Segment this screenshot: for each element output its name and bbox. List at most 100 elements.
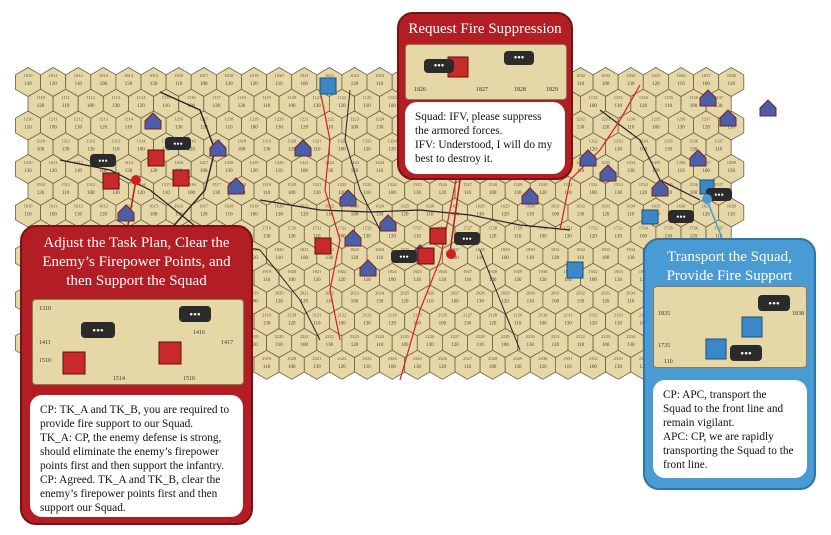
svg-text:120: 120	[388, 321, 396, 326]
svg-text:100: 100	[539, 321, 547, 326]
svg-text:1038: 1038	[727, 73, 737, 78]
svg-text:2227: 2227	[450, 334, 460, 339]
svg-text:130: 130	[363, 147, 371, 152]
svg-text:1216: 1216	[174, 117, 184, 122]
svg-text:120: 120	[301, 126, 309, 131]
svg-text:100: 100	[200, 82, 208, 87]
svg-text:1833: 1833	[601, 247, 611, 252]
svg-text:110: 110	[175, 82, 183, 87]
svg-text:1526: 1526	[438, 182, 448, 187]
svg-text:1610: 1610	[24, 204, 34, 209]
svg-text:100: 100	[640, 234, 648, 239]
svg-text:110: 110	[665, 104, 673, 109]
svg-text:120: 120	[137, 191, 145, 196]
svg-text:2031: 2031	[551, 291, 560, 296]
svg-text:1032: 1032	[576, 73, 585, 78]
svg-text:1729: 1729	[513, 225, 523, 230]
svg-text:130: 130	[263, 147, 271, 152]
svg-text:110: 110	[728, 126, 736, 131]
svg-text:100: 100	[690, 191, 698, 196]
svg-text:1613: 1613	[99, 204, 109, 209]
svg-text:1633: 1633	[601, 204, 611, 209]
svg-text:2026: 2026	[425, 291, 435, 296]
svg-text:1211: 1211	[49, 117, 58, 122]
svg-text:1628: 1628	[476, 204, 486, 209]
svg-text:130: 130	[627, 169, 635, 174]
svg-text:2228: 2228	[476, 334, 486, 339]
svg-text:100: 100	[288, 278, 296, 283]
svg-text:1110: 1110	[36, 95, 45, 100]
svg-text:120: 120	[589, 321, 597, 326]
svg-text:110: 110	[263, 365, 271, 370]
svg-text:2132: 2132	[589, 312, 598, 317]
svg-text:1015: 1015	[149, 73, 159, 78]
svg-text:1322: 1322	[337, 138, 346, 143]
svg-text:120: 120	[539, 365, 547, 370]
svg-text:•••: •••	[740, 348, 752, 360]
svg-text:120: 120	[288, 321, 296, 326]
svg-text:120: 120	[301, 213, 309, 218]
svg-text:110: 110	[464, 191, 472, 196]
svg-text:2122: 2122	[337, 312, 346, 317]
panel-title: Transport the Squad, Provide Fire Suppor…	[666, 249, 793, 284]
svg-text:130: 130	[514, 191, 522, 196]
svg-text:1624: 1624	[375, 204, 385, 209]
svg-text:1835: 1835	[658, 311, 670, 317]
svg-text:1018: 1018	[224, 73, 234, 78]
svg-text:110: 110	[313, 234, 321, 239]
dialog-line: APC: CP, we are rapidly transporting the…	[663, 431, 794, 471]
svg-text:1123: 1123	[363, 95, 373, 100]
svg-text:130: 130	[24, 82, 32, 87]
svg-text:120: 120	[451, 343, 459, 348]
friendly-unit-icon	[566, 261, 584, 279]
svg-text:1636: 1636	[676, 204, 686, 209]
svg-text:130: 130	[464, 321, 472, 326]
enemy-unit-icon	[147, 149, 165, 167]
svg-text:110: 110	[376, 256, 384, 261]
svg-text:1629: 1629	[501, 204, 511, 209]
svg-text:1035: 1035	[651, 73, 661, 78]
svg-text:1930: 1930	[538, 269, 548, 274]
svg-text:120: 120	[100, 126, 108, 131]
svg-text:1316: 1316	[187, 138, 197, 143]
speech-bubble-icon	[165, 137, 191, 150]
svg-text:100: 100	[439, 321, 447, 326]
svg-text:110: 110	[125, 126, 133, 131]
svg-text:100: 100	[602, 343, 610, 348]
speech-bubble-icon	[391, 250, 417, 263]
svg-text:1737: 1737	[714, 225, 724, 230]
svg-text:130: 130	[564, 234, 572, 239]
svg-text:120: 120	[702, 213, 710, 218]
svg-text:110: 110	[162, 191, 170, 196]
svg-text:110: 110	[677, 169, 685, 174]
svg-text:120: 120	[49, 169, 57, 174]
svg-text:2328: 2328	[488, 356, 498, 361]
svg-text:110: 110	[564, 191, 572, 196]
svg-text:1034: 1034	[626, 73, 636, 78]
mini-map: ••• ••• 1835 1838 1735 110	[653, 286, 807, 368]
svg-text:120: 120	[351, 82, 359, 87]
svg-text:110: 110	[62, 191, 70, 196]
svg-text:1619: 1619	[250, 204, 260, 209]
svg-text:2220: 2220	[275, 334, 285, 339]
svg-text:1926: 1926	[438, 269, 448, 274]
svg-text:110: 110	[326, 300, 334, 305]
svg-text:130: 130	[313, 365, 321, 370]
svg-text:1536: 1536	[689, 182, 699, 187]
svg-text:2222: 2222	[325, 334, 334, 339]
svg-text:130: 130	[74, 126, 82, 131]
svg-text:1318: 1318	[237, 138, 247, 143]
svg-text:130: 130	[514, 365, 522, 370]
svg-text:120: 120	[702, 126, 710, 131]
svg-text:1735: 1735	[658, 343, 670, 349]
svg-text:1735: 1735	[664, 225, 674, 230]
svg-text:2123: 2123	[363, 312, 373, 317]
svg-text:100: 100	[250, 126, 258, 131]
svg-text:100: 100	[501, 343, 509, 348]
svg-text:2333: 2333	[614, 356, 624, 361]
svg-text:1630: 1630	[526, 204, 536, 209]
house-icon	[521, 187, 539, 205]
adjust-task-plan-panel: Adjust the Task Plan, Clear the Enemy’s …	[20, 225, 253, 525]
svg-text:1617: 1617	[199, 204, 209, 209]
svg-text:1517: 1517	[212, 182, 222, 187]
